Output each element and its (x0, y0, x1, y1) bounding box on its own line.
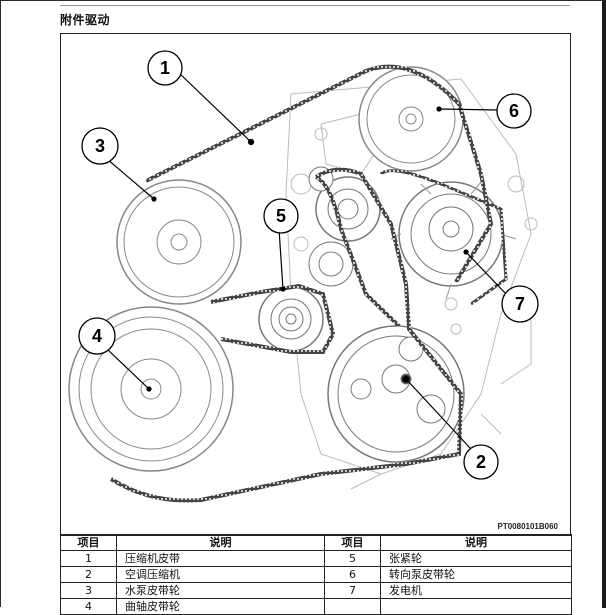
callout-1: 1 (147, 50, 183, 86)
item-description (380, 598, 572, 615)
table-row: 3 水泵皮带轮 7 发电机 (60, 582, 572, 599)
item-description: 曲轴皮带轮 (116, 598, 325, 615)
callout-5: 5 (263, 198, 299, 234)
tensioner-pulley (258, 286, 324, 352)
callout-5-label: 5 (276, 206, 286, 226)
table-row: 4 曲轴皮带轮 (60, 598, 572, 615)
table-row: 2 空调压缩机 6 转向泵皮带轮 (60, 566, 572, 583)
callout-4: 4 (78, 317, 116, 355)
item-number: 7 (324, 582, 381, 599)
scrollbar-edge (602, 0, 606, 608)
generator-belt-run (379, 169, 508, 306)
legend-header-row: 项目 说明 项目 说明 (60, 534, 572, 551)
legend-table: 项目 说明 项目 说明 1 压缩机皮带 5 张紧轮 2 空调压缩机 6 转向泵皮… (60, 534, 572, 615)
callout-7-label: 7 (515, 294, 525, 314)
callout-4-label: 4 (92, 326, 102, 346)
col-header-desc: 说明 (116, 534, 325, 551)
accessory-drive-figure: 1 3 5 4 6 7 2 PT0080101B060 (60, 33, 571, 536)
section-title: 附件驱动 (60, 13, 111, 27)
item-description: 张紧轮 (380, 550, 572, 567)
main-serpentine-belt (109, 167, 464, 503)
col-header-item-2: 项目 (324, 534, 381, 551)
callout-6: 6 (496, 93, 532, 129)
tensioner-belt-run (210, 283, 336, 354)
col-header-item: 项目 (60, 534, 117, 551)
item-number: 3 (60, 582, 117, 599)
belt-drive-diagram: 1 3 5 4 6 7 2 (68, 50, 539, 503)
water-pump-pulley (116, 179, 242, 305)
generator (390, 181, 517, 300)
callout-6-label: 6 (509, 101, 519, 121)
item-number: 2 (60, 566, 117, 583)
callout-1-label: 1 (160, 58, 170, 78)
callout-3: 3 (81, 127, 119, 165)
steering-pump-pulley (358, 66, 464, 172)
item-number: 4 (60, 598, 117, 615)
callout-2: 2 (463, 444, 499, 480)
table-row: 1 压缩机皮带 5 张紧轮 (60, 550, 572, 567)
item-description: 空调压缩机 (116, 566, 325, 583)
item-number (324, 598, 381, 615)
inner-belt-run (314, 175, 401, 328)
item-description: 发电机 (380, 582, 572, 599)
item-description: 压缩机皮带 (116, 550, 325, 567)
figure-code: PT0080101B060 (497, 522, 559, 531)
item-number: 5 (324, 550, 381, 567)
drive-belts (109, 64, 508, 503)
ac-compressor (327, 325, 465, 463)
item-number: 6 (324, 566, 381, 583)
compressor-belt-1 (145, 64, 494, 284)
item-description: 转向泵皮带轮 (380, 566, 572, 583)
col-header-desc-2: 说明 (380, 534, 572, 551)
callout-3-label: 3 (95, 136, 105, 156)
item-description: 水泵皮带轮 (116, 582, 325, 599)
item-number: 1 (60, 550, 117, 567)
leader-lines (106, 71, 507, 450)
header-rule (60, 5, 570, 6)
callout-7: 7 (501, 285, 539, 323)
callout-2-label: 2 (476, 452, 486, 472)
